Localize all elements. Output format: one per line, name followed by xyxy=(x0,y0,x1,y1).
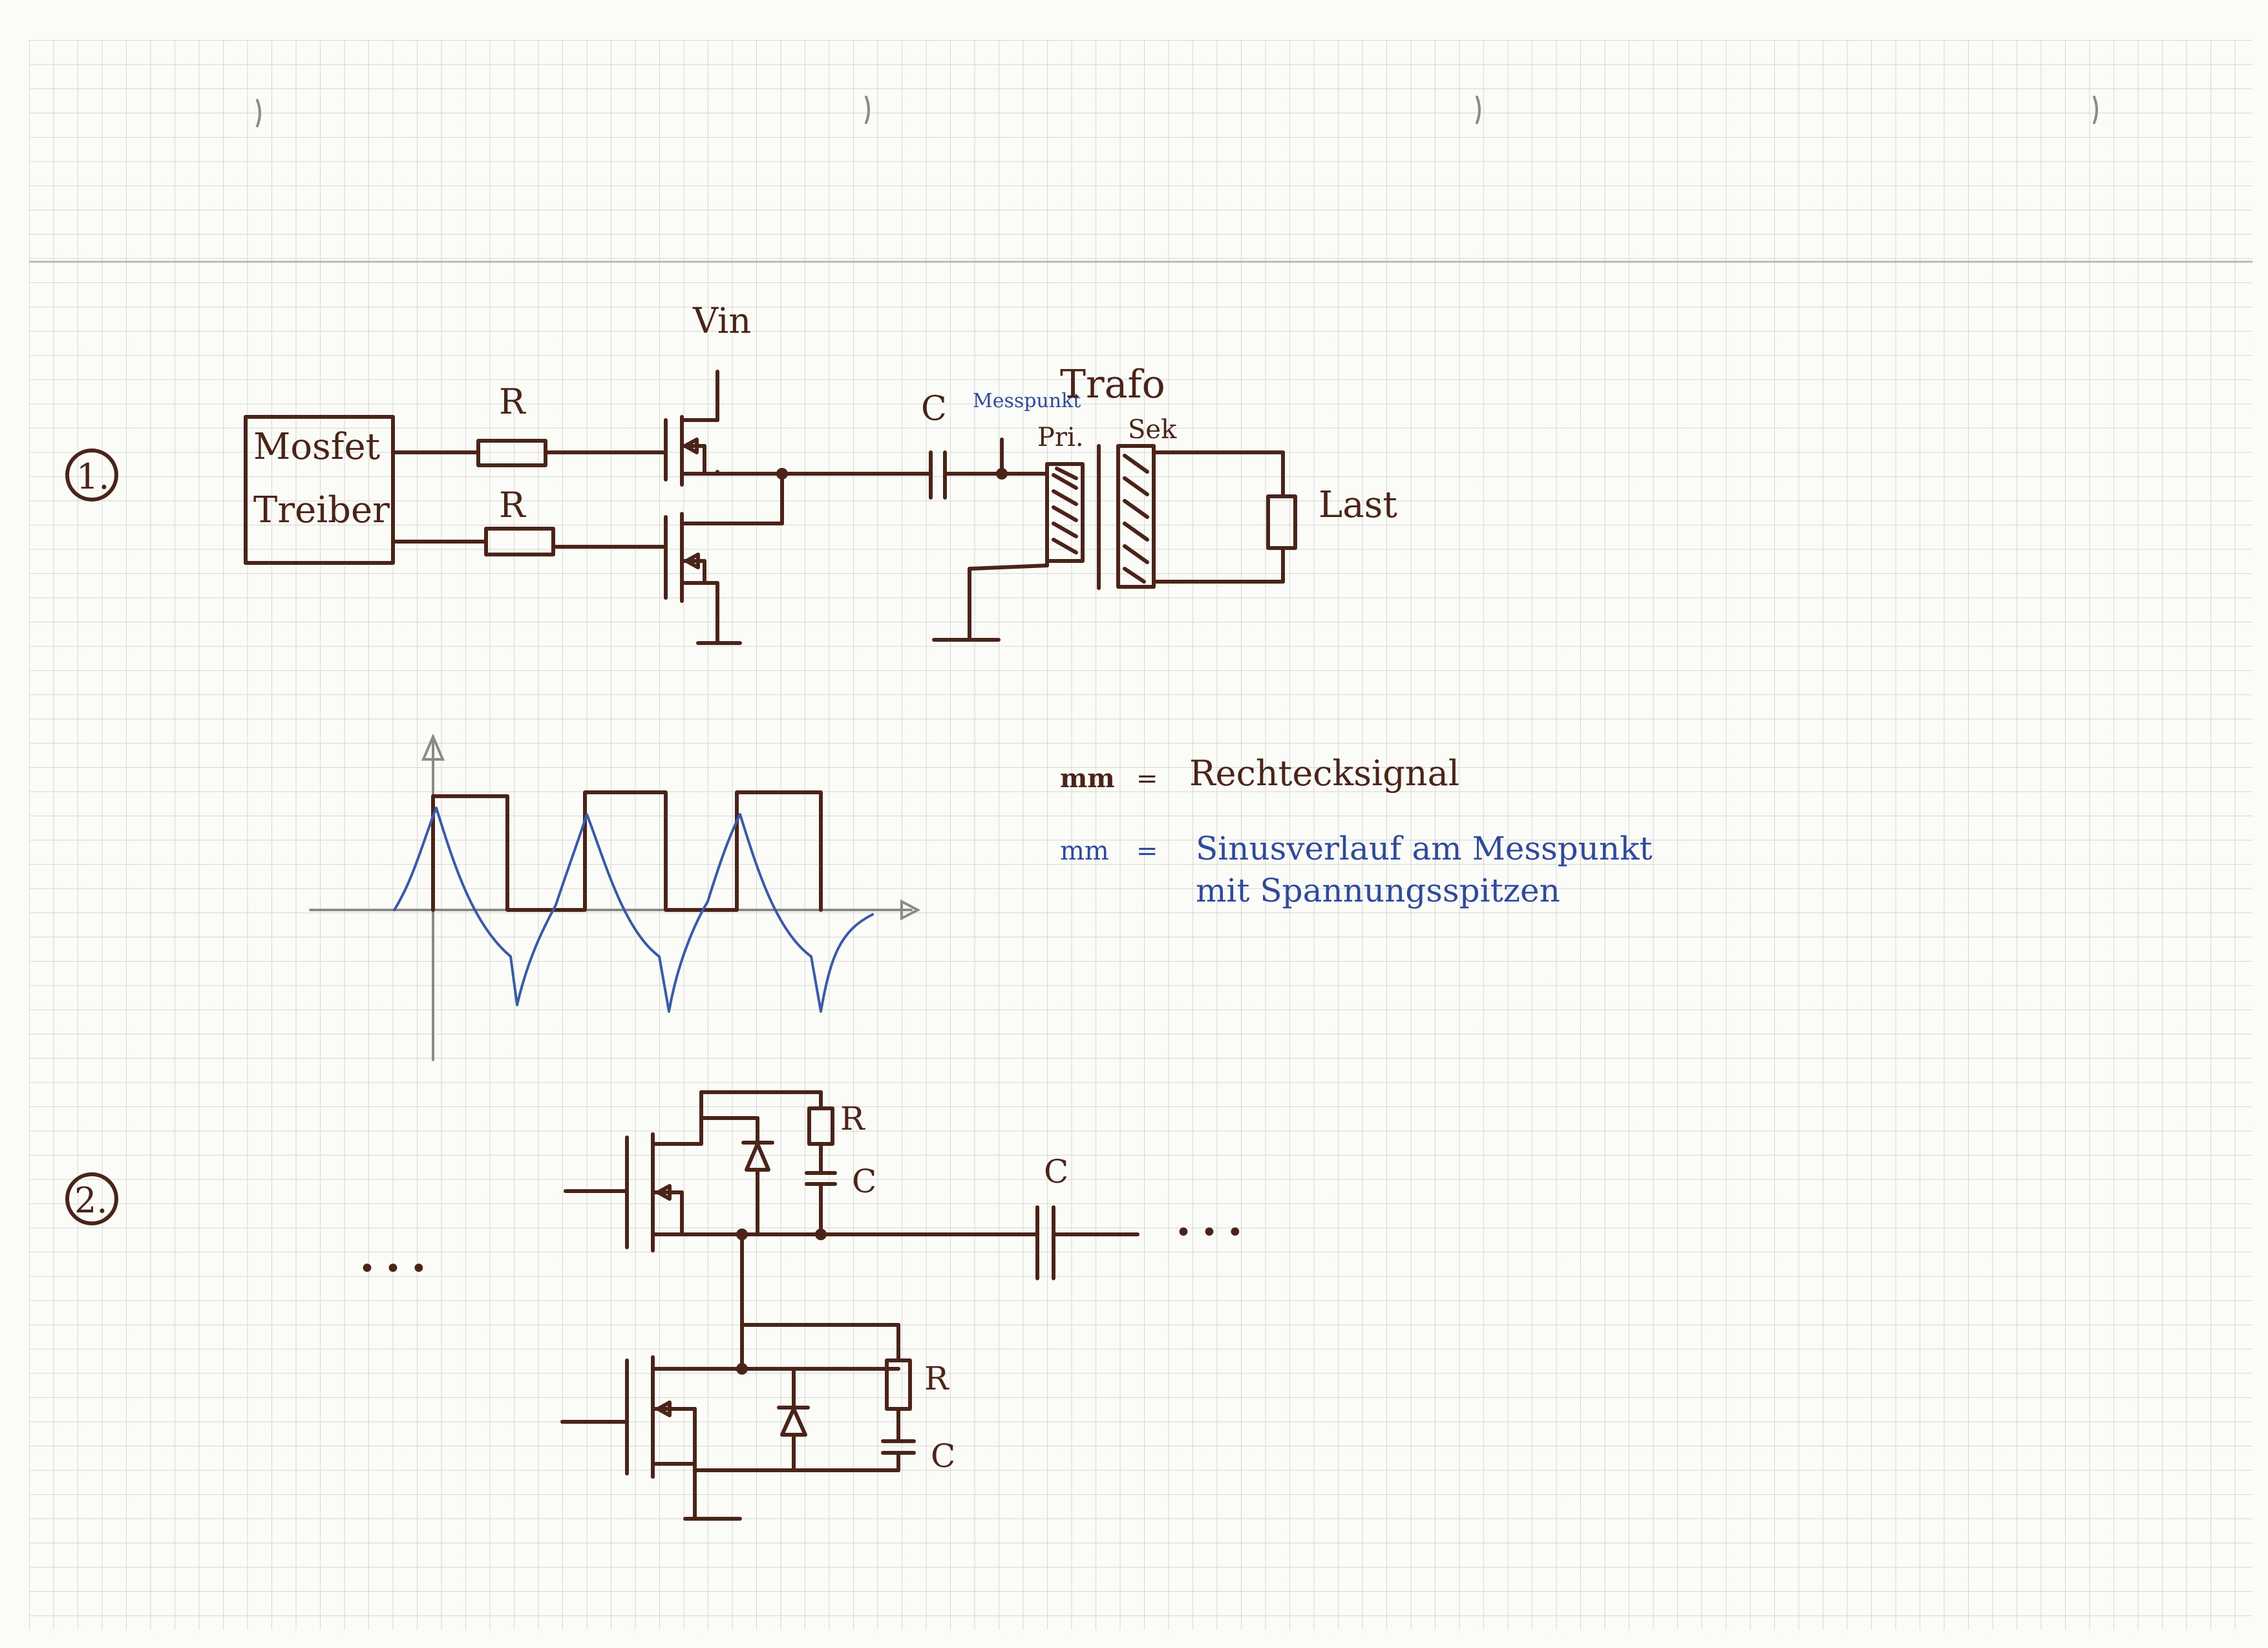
section1-number: 1. xyxy=(65,449,118,502)
driver-label-line2: Treiber xyxy=(253,489,390,531)
bottom-snubber-r-label: R xyxy=(924,1360,949,1397)
top-snubber-node-dot xyxy=(815,1229,827,1240)
bottom-mosfet xyxy=(560,1355,916,1521)
measure-node-dot xyxy=(996,468,1008,480)
sine-with-spikes-wave xyxy=(393,807,874,1013)
vin-label: Vin xyxy=(692,301,751,341)
bottom-drain-node-dot xyxy=(736,1363,748,1375)
ellipsis-right: • • • xyxy=(1175,1216,1244,1249)
grid-area xyxy=(29,40,2252,1630)
legend-square-text: Rechtecksignal xyxy=(1189,753,1459,794)
bottom-snubber-c-label: C xyxy=(931,1437,955,1475)
secondary-label: Sek xyxy=(1128,415,1177,445)
primary-label: Pri. xyxy=(1037,423,1084,452)
transformer-label: Trafo xyxy=(1060,362,1165,407)
gate-resistor-top xyxy=(391,439,668,467)
punch-marks xyxy=(256,96,2098,127)
legend-square: mm = Rechtecksignal xyxy=(1060,753,1459,794)
coupling-capacitor xyxy=(1026,1205,1139,1280)
gate-resistor-bottom xyxy=(391,527,668,556)
legend-sine-line1: Sinusverlauf am Messpunkt xyxy=(1196,830,1652,867)
primary-ground xyxy=(932,559,1049,642)
driver-label-line1: Mosfet xyxy=(253,426,381,468)
square-wave xyxy=(431,790,823,912)
low-side-mosfet xyxy=(664,472,784,645)
mosfet-driver-box: Mosfet Treiber xyxy=(244,415,395,565)
output-node-dot xyxy=(776,468,788,480)
top-mosfet xyxy=(564,1090,1030,1252)
legend-sine-symbol: mm xyxy=(1060,836,1109,866)
section1-number-label: 1. xyxy=(76,456,110,497)
load-resistor xyxy=(1266,450,1297,584)
measure-point-label: Messpunkt xyxy=(973,390,1081,412)
section2-number-label: 2. xyxy=(74,1180,108,1221)
legend-sine-eq: = xyxy=(1136,836,1158,866)
legend-sine: mm = Sinusverlauf am Messpunkt mit Spann… xyxy=(1060,830,1652,909)
section2-number: 2. xyxy=(65,1172,118,1225)
coupling-c-label: C xyxy=(1044,1153,1068,1190)
legend-square-symbol: mm xyxy=(1060,763,1115,794)
top-snubber-r-label: R xyxy=(840,1100,865,1137)
capacitor-label: C xyxy=(921,390,947,428)
high-side-mosfet xyxy=(664,370,784,487)
midpoint-wire xyxy=(740,1232,900,1371)
top-snubber-c-label: C xyxy=(852,1163,876,1200)
legend-square-eq: = xyxy=(1136,764,1158,794)
resistor-bottom-label: R xyxy=(499,485,526,525)
legend-sine-line2: mit Spannungsspitzen xyxy=(1196,872,1560,909)
transformer xyxy=(1045,444,1285,590)
load-label: Last xyxy=(1319,484,1397,526)
resistor-top-label: R xyxy=(499,381,526,422)
ellipsis-left: • • • xyxy=(359,1252,427,1285)
